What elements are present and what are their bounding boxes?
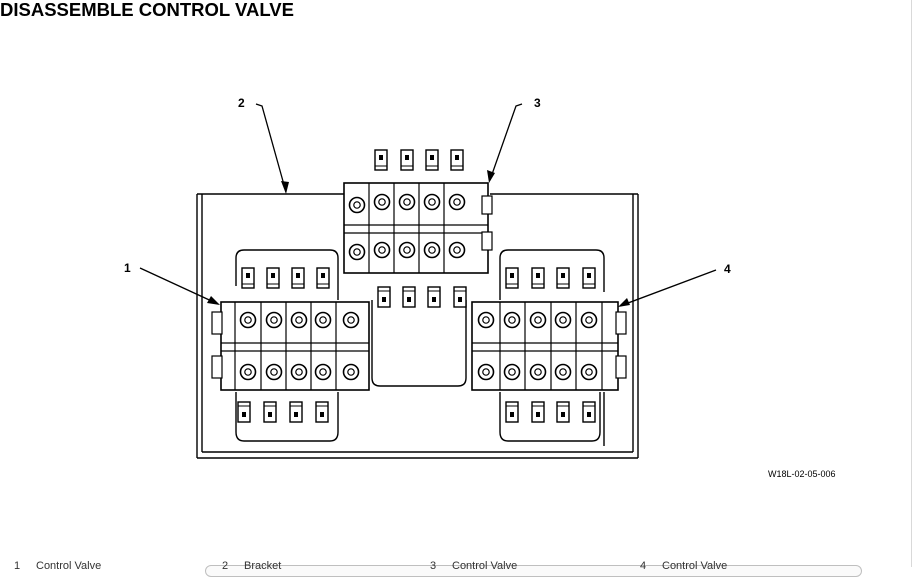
callout-1: 1 xyxy=(124,261,131,275)
top-control-valve xyxy=(343,149,493,308)
leader-lines xyxy=(139,103,717,307)
callout-3: 3 xyxy=(534,96,541,110)
figure-code: W18L-02-05-006 xyxy=(768,469,836,479)
callout-2: 2 xyxy=(238,96,245,110)
bracket-plate xyxy=(196,193,639,459)
page-title: DISASSEMBLE CONTROL VALVE xyxy=(0,0,294,20)
arrowheads xyxy=(207,170,630,307)
callout-4: 4 xyxy=(724,262,731,276)
page-frame xyxy=(911,0,912,567)
right-control-valve xyxy=(471,267,627,423)
left-control-valve xyxy=(211,267,370,423)
